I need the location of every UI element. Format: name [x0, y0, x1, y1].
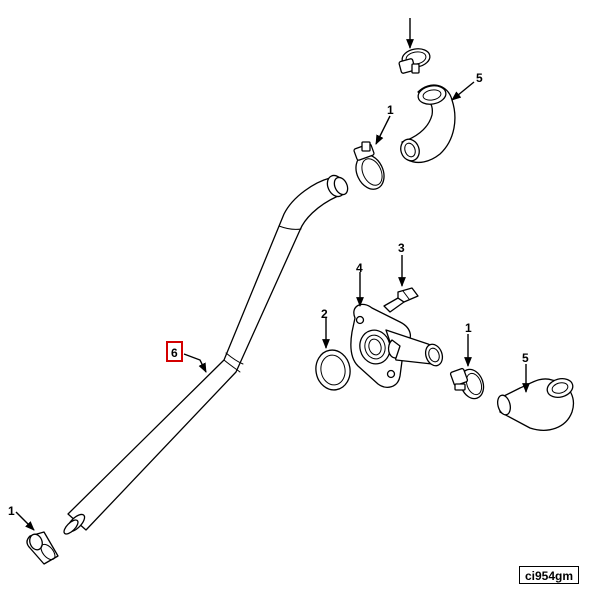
- coolant-pipe: [63, 174, 349, 535]
- callout-1-bottom: 1: [8, 504, 15, 518]
- callout-3: 3: [398, 241, 405, 255]
- callout-5-mid: 5: [522, 351, 529, 365]
- hose-clamp-mid: [449, 367, 485, 400]
- water-outlet-housing: [350, 303, 444, 388]
- diagram-reference-code: ci954gm: [519, 566, 579, 584]
- callout-6: 6: [171, 346, 178, 360]
- callout-5-top: 5: [476, 71, 483, 85]
- leader-lines: [15, 18, 530, 531]
- gasket-ring: [315, 349, 351, 391]
- hose-clamp-bottom: [26, 531, 59, 565]
- callout-1-top: 1: [387, 103, 394, 117]
- hose-clamp-upper-pipe: [353, 141, 385, 190]
- callout-6-highlight-box: [166, 341, 183, 362]
- callout-4: 4: [356, 261, 363, 275]
- hose-clamp-top: [398, 48, 431, 74]
- upper-coolant-hose: [400, 84, 456, 164]
- housing-bolt: [383, 287, 419, 313]
- callout-1-mid: 1: [465, 321, 472, 335]
- lower-coolant-hose: [497, 378, 575, 431]
- callout-2: 2: [321, 307, 328, 321]
- callout-numbers: 1 5 3 4 2 1 5 6 1: [8, 71, 529, 518]
